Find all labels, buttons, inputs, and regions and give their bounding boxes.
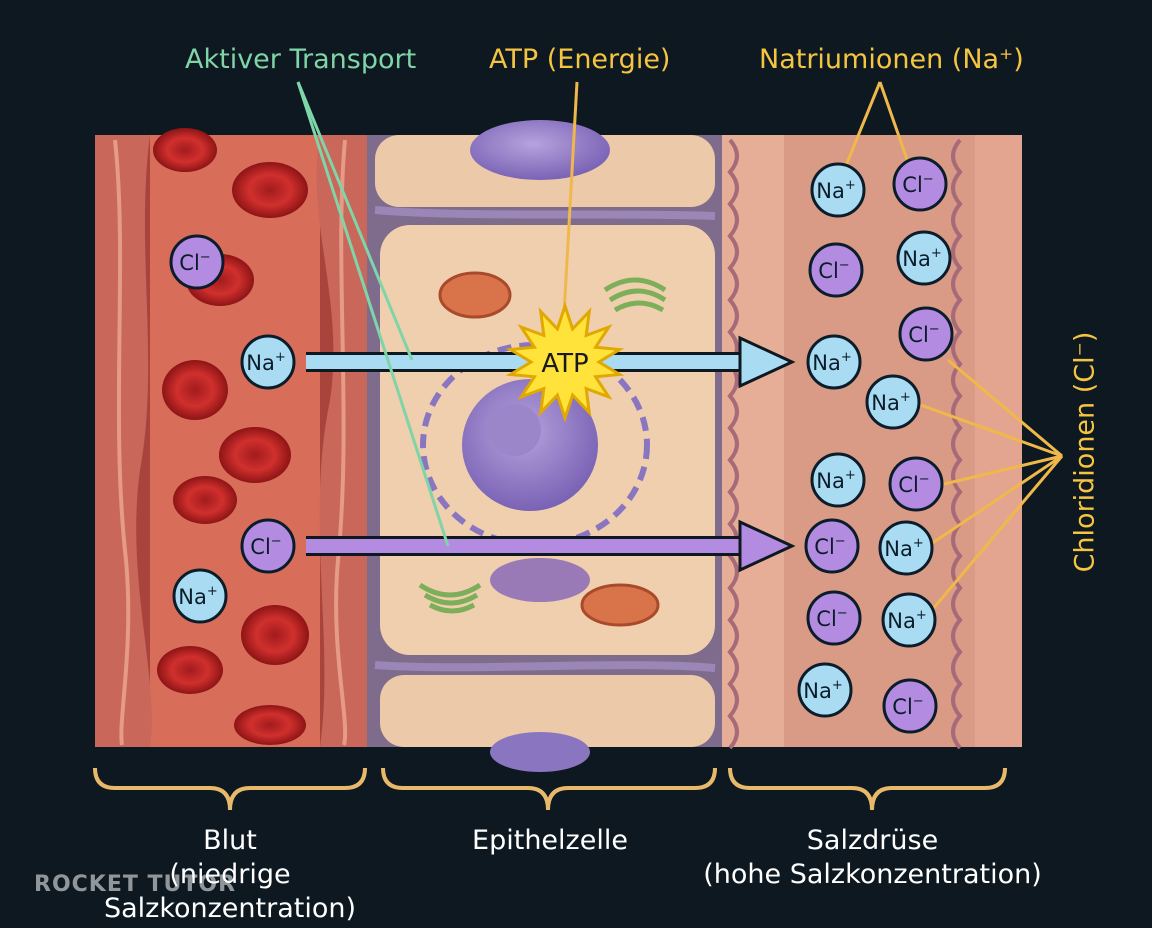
sodium-transport-arrow xyxy=(306,335,796,389)
chloride-ion: Cl− xyxy=(804,518,860,574)
gland-label-block: Salzdrüse (hohe Salzkonzentration) xyxy=(700,824,1045,892)
chloride-ion: Cl− xyxy=(882,678,938,734)
active-transport-leaders xyxy=(296,81,450,547)
red-blood-cell xyxy=(219,427,291,483)
sodium-ion: Na+ xyxy=(865,374,921,430)
sodium-ions-label: Natriumionen (Na⁺) xyxy=(759,44,1024,75)
sodium-ion: Na+ xyxy=(810,162,866,218)
region-braces xyxy=(93,767,1007,811)
chloride-ion: Cl− xyxy=(240,518,296,574)
red-blood-cell xyxy=(162,360,228,420)
ion-layer: Cl−Na+Cl−Na+Na+Cl−Cl−Na+Cl−Na+Na+Na+Cl−C… xyxy=(169,156,954,734)
chloride-ions-label: Chloridionen (Cl⁻) xyxy=(1069,331,1101,573)
sodium-ion-label: Na+ xyxy=(816,178,855,203)
atp-leader xyxy=(561,81,579,333)
sodium-ion: Na+ xyxy=(810,452,866,508)
chloride-leaders xyxy=(914,358,1064,611)
chloride-ion-label: Cl− xyxy=(816,606,847,631)
sodium-ion: Na+ xyxy=(172,568,228,624)
active-transport-label: Aktiver Transport xyxy=(185,44,417,75)
sodium-ion: Na+ xyxy=(240,334,296,390)
sodium-ion-label: Na+ xyxy=(887,608,926,633)
blood-vessel-region xyxy=(95,128,367,747)
sodium-ion: Na+ xyxy=(881,592,937,648)
sodium-ion: Na+ xyxy=(878,520,934,576)
red-blood-cell xyxy=(241,605,309,665)
watermark-logo: ROCKET TUTOR xyxy=(34,872,237,897)
red-blood-cell xyxy=(153,128,217,172)
red-blood-cell xyxy=(234,705,306,745)
atp-burst: ATP xyxy=(505,301,625,423)
atp-energy-label: ATP (Energie) xyxy=(489,44,671,75)
epithelial-title: Epithelzelle xyxy=(472,825,628,856)
chloride-ion: Cl− xyxy=(898,306,954,362)
golgi xyxy=(603,277,667,313)
gland-title: Salzdrüse xyxy=(806,825,939,856)
brace-epithelial xyxy=(381,767,717,811)
blood-subtitle: (niedrige Salzkonzentration) xyxy=(103,859,357,924)
blood-label-block: Blut (niedrige Salzkonzentration) xyxy=(50,824,410,926)
sodium-ion: Na+ xyxy=(896,230,952,286)
sodium-ion: Na+ xyxy=(806,334,862,390)
brace-blood xyxy=(93,767,367,811)
salt-gland-region xyxy=(722,135,1022,750)
blood-title: Blut xyxy=(203,825,257,856)
chloride-ion: Cl− xyxy=(169,234,225,290)
brace-gland xyxy=(728,767,1007,811)
chloride-ion: Cl− xyxy=(808,242,864,298)
mitochondrion xyxy=(580,583,660,627)
sodium-ion: Na+ xyxy=(797,662,853,718)
red-blood-cell xyxy=(173,476,237,524)
red-blood-cell xyxy=(157,646,223,694)
golgi xyxy=(418,582,482,614)
epithelial-cell-region xyxy=(367,120,722,772)
mitochondrion xyxy=(438,271,512,319)
chloride-ion: Cl− xyxy=(806,590,862,646)
red-blood-cell xyxy=(232,162,308,218)
epithelial-label-block: Epithelzelle xyxy=(400,824,700,858)
atp-star-label: ATP xyxy=(541,349,588,379)
chloride-ion: Cl− xyxy=(888,456,944,512)
nucleus-top xyxy=(470,120,610,180)
chloride-ion: Cl− xyxy=(892,156,948,212)
sodium-leaders xyxy=(843,81,912,169)
chloride-transport-arrow xyxy=(306,519,796,573)
gland-subtitle: (hohe Salzkonzentration) xyxy=(703,859,1042,890)
